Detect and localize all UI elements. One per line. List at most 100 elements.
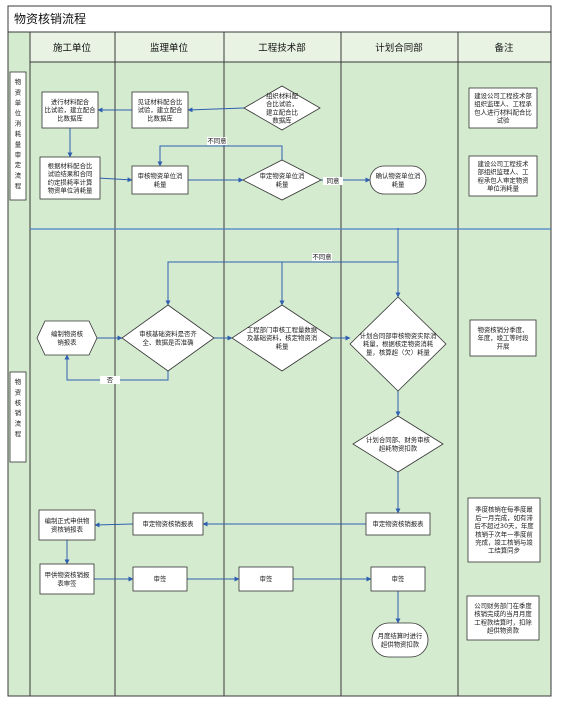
approve-unit-consumption-decision-shape bbox=[242, 159, 322, 201]
mix-test-organize-shape bbox=[243, 85, 321, 131]
mix-test-witness-text: 见证材料配合比 bbox=[138, 97, 183, 106]
label-agree: 同意 bbox=[327, 176, 340, 185]
label-disagree-top-bg bbox=[207, 137, 227, 145]
approve-report-planning-node: 审定物资核销报表 bbox=[365, 512, 431, 536]
remark-note-4-shape bbox=[467, 497, 541, 563]
remark-note-2-text: 程承包人审定物资 bbox=[477, 175, 529, 184]
remark-note-1-shape bbox=[468, 87, 538, 129]
mix-test-witness-text: 试验，建立配合 bbox=[138, 105, 183, 114]
prepare-formal-report-shape bbox=[38, 509, 96, 541]
signoff-planning-node: 审签 bbox=[370, 566, 426, 592]
remark-note-5-text: 工程款结算时，扣除 bbox=[474, 617, 532, 626]
confirm-unit-consumption-text: 确认物资单位消 bbox=[376, 171, 421, 180]
signoff-planning-text: 审签 bbox=[392, 574, 405, 583]
signoff-planning-shape bbox=[370, 566, 426, 592]
approve-report-planning-text: 审定物资核销报表 bbox=[372, 519, 424, 528]
lane-header-engineering: 工程技术部 bbox=[258, 42, 306, 54]
lane-header-construction: 施工单位 bbox=[53, 42, 92, 54]
remark-note-3-shape bbox=[469, 319, 537, 357]
remark-note-4-text: 核销于次年一季度前 bbox=[475, 529, 533, 538]
report-signoff-construction-shape bbox=[39, 563, 95, 595]
remark-note-1-text: 包人进行材料配合比 bbox=[474, 107, 532, 116]
approve-report-planning-shape bbox=[365, 512, 431, 536]
calc-unit-consumption-text: 约定损耗率计算 bbox=[48, 177, 93, 186]
check-base-data-decision-shape bbox=[121, 304, 215, 372]
mix-test-construction-text: 进行材料配合 bbox=[51, 97, 90, 106]
contract-review-decision-text: 耗量，根据核定物资消耗 bbox=[363, 339, 434, 348]
flow-arrow bbox=[279, 261, 320, 306]
remark-note-2-text: 建设公司工程技术 bbox=[477, 159, 529, 168]
report-signoff-construction-text: 甲供物资核销报 bbox=[45, 570, 90, 579]
flow-arrow bbox=[94, 522, 134, 528]
approve-unit-consumption-decision-text: 耗量 bbox=[276, 180, 289, 188]
prepare-writeoff-report-text: 销报表 bbox=[57, 337, 77, 346]
mix-test-organize-text: 数据库 bbox=[272, 116, 292, 125]
engineering-review-decision-shape bbox=[231, 304, 333, 372]
engineering-review-decision-text: 耗量 bbox=[276, 342, 289, 350]
finance-deduction-decision-shape bbox=[352, 415, 444, 473]
label-disagree-mid-bg bbox=[312, 253, 332, 261]
calc-unit-consumption-shape bbox=[39, 156, 101, 200]
title-band bbox=[7, 5, 552, 33]
label-agree-bg bbox=[323, 177, 343, 185]
approve-report-supervision-node: 审定物资核销报表 bbox=[132, 512, 204, 536]
mix-test-organize-text: 组织材料配 bbox=[266, 91, 299, 100]
flow-arrow bbox=[97, 177, 133, 183]
monthly-settlement-deduction-text: 超供物资扣款 bbox=[381, 639, 420, 648]
check-base-data-decision-text: 审核基础资料是否齐 bbox=[139, 329, 197, 338]
signoff-engineering-node: 审签 bbox=[238, 566, 294, 592]
connectors bbox=[64, 107, 401, 624]
report-signoff-construction-text: 表审签 bbox=[57, 578, 77, 587]
approve-unit-consumption-decision-text: 审定物资单位消 bbox=[260, 171, 305, 180]
remark-note-4: 季度核销在每季度最后一月完成，如有滞后不超过30天，年度核销于次年一季度前完成，… bbox=[467, 497, 541, 563]
calc-unit-consumption-text: 物资单位消耗量 bbox=[48, 186, 93, 195]
signoff-supervision-text: 审签 bbox=[154, 574, 167, 583]
engineering-review-decision-text: 及基础资料，核定物资消 bbox=[247, 333, 317, 342]
mix-test-organize-text: 建立配合比 bbox=[266, 107, 299, 116]
header-row bbox=[29, 31, 552, 63]
flow-arrow bbox=[157, 145, 283, 167]
phase-label-box-1 bbox=[9, 71, 27, 201]
remark-note-3-text: 物资核销分季度、 bbox=[477, 325, 528, 334]
remark-note-4-text: 后不超过30天，年度 bbox=[474, 521, 534, 530]
signoff-supervision-node: 审签 bbox=[132, 566, 188, 592]
remark-note-5-text: 核销完成的当月月度 bbox=[474, 609, 532, 618]
prepare-formal-report-text: 资核销报表 bbox=[51, 524, 84, 533]
prepare-formal-report-text: 编制正式申供物 bbox=[45, 516, 90, 525]
finance-deduction-decision-text: 计划合同部、财务审核 bbox=[366, 435, 431, 444]
review-unit-consumption-shape bbox=[131, 165, 189, 195]
approve-report-supervision-text: 审定物资核销报表 bbox=[142, 519, 194, 528]
lane-header-supervision: 监理单位 bbox=[150, 42, 189, 54]
mix-test-construction-shape bbox=[41, 91, 99, 129]
review-unit-consumption-text: 审核物资单位消 bbox=[138, 171, 183, 180]
remark-note-1-text: 组织监理人、工程承 bbox=[474, 99, 532, 108]
engineering-review-decision-text: 工程部门审核工程量数据 bbox=[247, 325, 318, 334]
flow-arrow bbox=[187, 107, 245, 113]
contract-review-decision-text: 计划合同部审核物资实际消 bbox=[360, 331, 437, 340]
approve-report-supervision-shape bbox=[132, 512, 204, 536]
remark-note-4-text: 完成，竣工核销与竣 bbox=[475, 538, 533, 547]
remark-note-5-text: 超供物资款 bbox=[487, 626, 520, 635]
phase-label-box-2 bbox=[9, 371, 27, 463]
remark-note-4-text: 工结算同步 bbox=[488, 546, 520, 555]
remark-note-3-text: 开展 bbox=[497, 342, 510, 350]
mix-test-witness-shape bbox=[131, 91, 189, 129]
mix-test-organize-text: 合比试验， bbox=[266, 99, 298, 108]
